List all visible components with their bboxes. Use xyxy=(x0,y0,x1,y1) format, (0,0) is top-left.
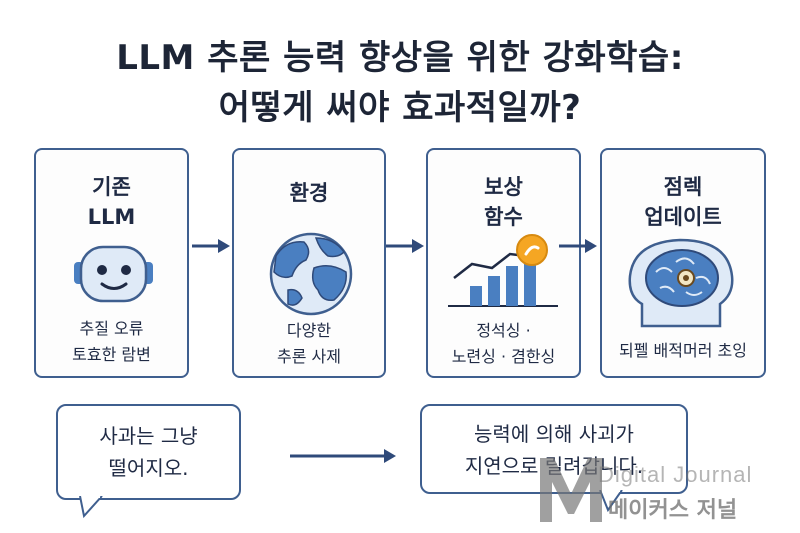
card-existing-llm: 기존 LLM 추질 오류 토효한 람변 xyxy=(34,148,189,378)
brain-head-icon xyxy=(628,238,734,328)
title-line-1: LLM 추론 능력 향상을 위한 강화학습: xyxy=(116,38,684,78)
card-title-line-1: 점렉 xyxy=(663,175,703,199)
transition-arrow xyxy=(290,449,396,463)
bubble-line-2: 떨어지오. xyxy=(108,456,189,480)
card-title-line-1: 기존 xyxy=(92,175,131,199)
watermark-korean: 메이커스 저널 xyxy=(608,498,738,523)
card-caption-line-1: 되펠 배적머러 초잉 xyxy=(619,341,747,360)
card-caption-line-1: 정석싱 · xyxy=(476,321,531,340)
card-caption-line-2: 노련싱 · 겸한싱 xyxy=(451,347,556,366)
speech-bubble-tail xyxy=(599,490,623,513)
robot-face-icon xyxy=(74,245,153,303)
watermark-english: Digital Journal xyxy=(598,462,753,487)
bar-chart-growth-icon xyxy=(448,234,558,307)
speech-bubble-before: 사과는 그냥 떨어지오. xyxy=(56,404,241,500)
card-environment: 환경 다양한 추론 사제 xyxy=(232,148,386,378)
card-reward-function: 보상 함수 정석싱 · 노련싱 · 겸한싱 xyxy=(426,148,581,378)
card-title-line-1: 보상 xyxy=(484,175,523,199)
card-title-line-2: 함수 xyxy=(484,205,523,229)
bubble-line-1: 사과는 그냥 xyxy=(99,424,198,448)
flow-arrow-2 xyxy=(386,239,424,253)
card-title-line-2: LLM xyxy=(87,205,136,229)
card-title-line-1: 환경 xyxy=(289,181,329,205)
card-policy-update: 점렉 업데이트 되펠 배적머러 초잉 xyxy=(600,148,766,378)
card-caption-line-2: 토효한 람변 xyxy=(72,345,151,364)
bubble-line-1: 능력에 의해 사괴가 xyxy=(474,422,634,446)
speech-bubble-tail xyxy=(79,496,103,519)
flow-arrow-1 xyxy=(192,239,230,253)
title-line-2: 어떻게 써야 효과적일까? xyxy=(218,88,582,128)
card-title-line-2: 업데이트 xyxy=(644,205,722,229)
card-caption-line-1: 다양한 xyxy=(286,321,332,340)
flow-arrow-3 xyxy=(559,239,597,253)
card-caption-line-2: 추론 사제 xyxy=(277,347,341,366)
card-caption-line-1: 추질 오류 xyxy=(79,319,144,338)
M-logo-icon xyxy=(540,458,602,522)
globe-icon xyxy=(269,232,353,316)
